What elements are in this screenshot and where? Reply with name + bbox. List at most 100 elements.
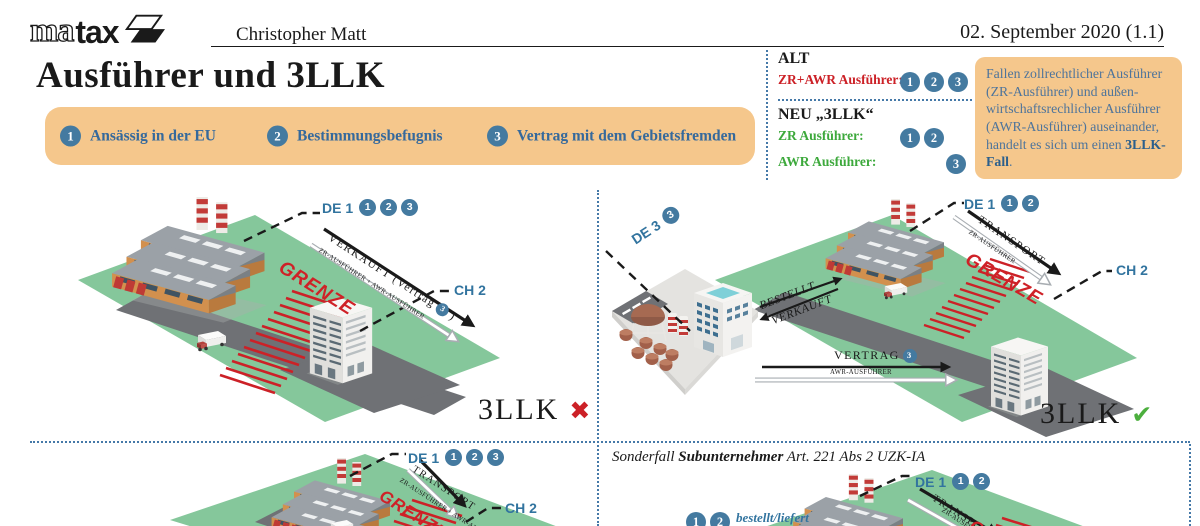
criterion-3-label: Vertrag mit dem Gebietsfremden <box>517 127 737 144</box>
de1-connector <box>243 211 320 243</box>
result-3llk-negative: 3LLK ✖ <box>478 393 591 426</box>
criterion-2-label: Bestimmungsbefugnis <box>297 127 443 144</box>
criteria-banner: 1 Ansässig in der EU 2 Bestimmungsbefugn… <box>45 107 755 165</box>
legend-awr-row: AWR Ausführer: 3 <box>778 154 974 180</box>
badge-3: 3 <box>487 125 508 147</box>
awr-sublabel: AWR-AUSFÜHRER <box>830 369 892 376</box>
criterion-1: 1 Ansässig in der EU <box>60 125 216 147</box>
ch2-connector <box>465 506 502 524</box>
number-badge: 3 <box>401 199 419 216</box>
number-badge: 2 <box>380 199 398 216</box>
note-bold: 3LLK-Fall <box>986 136 1166 170</box>
author-name: Christopher Matt <box>236 24 367 45</box>
panel-case-transport: DE 1 123 TRANSPORT ZR-AUSFÜHRER + AWR-AU… <box>30 444 596 526</box>
header-rule <box>211 46 1164 47</box>
legend-alt-label: ZR+AWR Ausführer: <box>778 72 903 87</box>
number-badge: 2 <box>924 72 944 92</box>
note-text: Fallen zollrechtlicher Ausführer (ZR-Aus… <box>986 66 1163 152</box>
legend-neu-title: NEU „3LLK“ <box>778 106 874 123</box>
zr-hollow-arrow <box>906 497 960 526</box>
badge-2: 2 <box>267 125 288 147</box>
number-badge: 1 <box>686 512 706 526</box>
de1-connector <box>349 452 406 478</box>
ch2-connector <box>359 289 450 333</box>
number-badge: 1 <box>900 72 920 92</box>
fragment-label: bestellt/liefert <box>736 510 809 525</box>
number-badge: 1 <box>900 128 920 148</box>
supplier-plant-illustration <box>611 268 759 396</box>
verkauft-arrow <box>759 287 839 321</box>
number-badge: 2 <box>973 473 991 490</box>
office-building-illustration <box>988 337 1048 417</box>
number-badge: 2 <box>924 128 944 148</box>
number-badge: 1 <box>952 473 970 490</box>
legend-awr-badges: 3 <box>946 154 966 174</box>
criterion-1-label: Ansässig in der EU <box>90 127 216 144</box>
grenze-crossing <box>995 516 1032 526</box>
scene-3llk <box>605 185 1137 437</box>
definition-note: Fallen zollrechtlicher Ausführer (ZR-Aus… <box>975 57 1182 179</box>
number-badge: 2 <box>1022 195 1040 212</box>
grenze-crossing <box>923 257 1031 340</box>
label-ch2: CH 2 <box>454 282 486 298</box>
vertrag-label: VERTRAG 3 <box>834 348 917 363</box>
x-mark: ✖ <box>569 395 591 425</box>
de1-connector <box>859 474 913 498</box>
matax-logo-icon <box>124 14 165 43</box>
number-badge: 1 <box>359 199 377 216</box>
zr-awr-hollow-arrow <box>309 242 456 340</box>
ch2-connector <box>1053 269 1112 301</box>
criterion-3: 3 Vertrag mit dem Gebietsfremden <box>487 125 737 147</box>
transport-arrow <box>919 487 1000 526</box>
result-3llk-positive: 3LLK ✔ <box>1040 397 1153 430</box>
number-badge: 3 <box>487 449 505 466</box>
scene-transport <box>170 452 556 526</box>
legend-zr-label: ZR Ausführer: <box>778 128 864 143</box>
badge-1: 1 <box>60 125 81 147</box>
criterion-2: 2 Bestimmungsbefugnis <box>267 125 443 147</box>
panel-divider-vertical <box>597 190 599 526</box>
number-badge: 3 <box>948 72 968 92</box>
panel-divider-right <box>1189 444 1191 526</box>
panel-case-subcontractor: Sonderfall Subunternehmer Art. 221 Abs 2… <box>602 444 1188 526</box>
sonderfall-heading: Sonderfall Subunternehmer Art. 221 Abs 2… <box>612 449 926 465</box>
number-badge: 1 <box>445 449 463 466</box>
number-badge: 2 <box>466 449 484 466</box>
scene-standard <box>78 185 500 422</box>
vertrag-badge: 3 <box>902 348 917 363</box>
number-badge: 1 <box>1001 195 1019 212</box>
panel-divider-horizontal <box>30 441 1190 443</box>
document-date: 02. September 2020 (1.1) <box>960 21 1164 43</box>
check-mark: ✔ <box>1131 399 1153 429</box>
scene-subcontractor <box>767 470 1083 526</box>
label-ch2: CH 2 <box>1116 262 1148 278</box>
legend-separator <box>778 99 972 101</box>
logo-text-tax: tax <box>75 14 119 50</box>
label-ch2: CH 2 <box>505 500 537 516</box>
legend-awr-label: AWR Ausführer: <box>778 154 877 169</box>
transport-arrow <box>967 209 1062 276</box>
bestellt-arrow <box>759 276 843 309</box>
page-title: Ausführer und 3LLK <box>36 55 385 96</box>
zr-hollow-arrow <box>952 214 1048 283</box>
de1-connector <box>909 201 964 233</box>
zr-awr-hollow-arrow <box>406 468 456 516</box>
transport-arrow <box>418 458 467 508</box>
